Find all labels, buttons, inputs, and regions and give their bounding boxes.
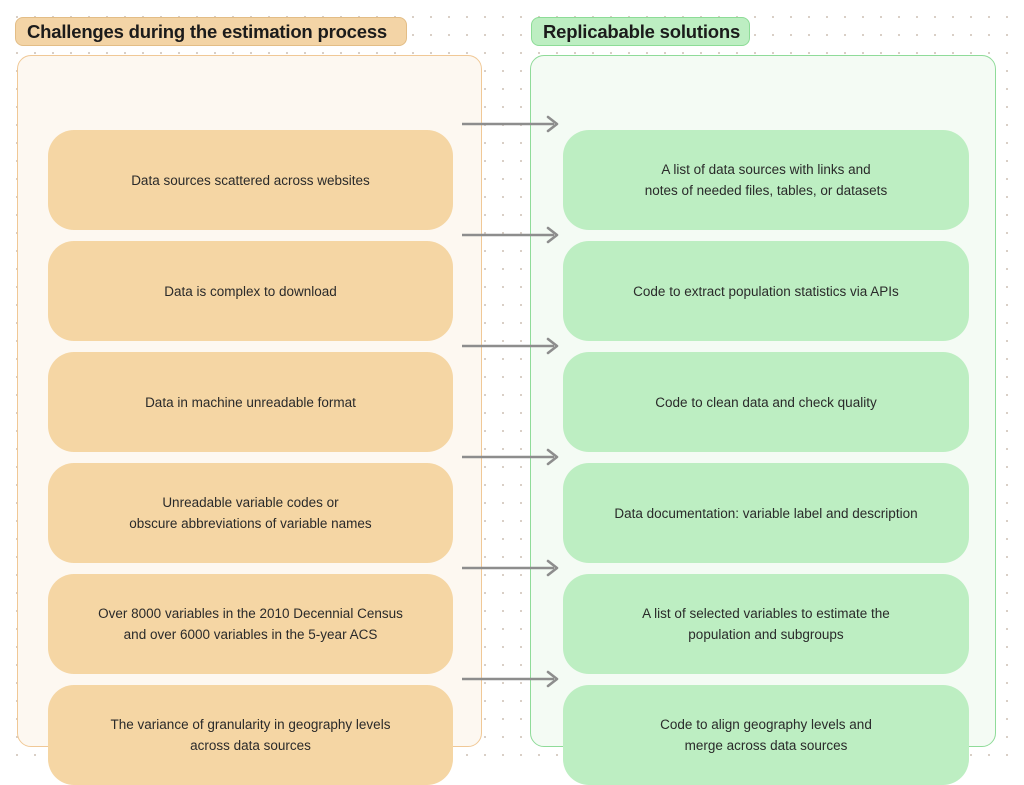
- challenge-card[interactable]: Data in machine unreadable format: [48, 352, 453, 452]
- challenge-card-label: Unreadable variable codes or obscure abb…: [129, 495, 372, 531]
- column-header-solutions-label: Replicabable solutions: [543, 20, 741, 42]
- column-header-solutions: Replicabable solutions: [531, 17, 750, 46]
- challenge-card[interactable]: Data is complex to download: [48, 241, 453, 341]
- challenge-card[interactable]: Unreadable variable codes or obscure abb…: [48, 463, 453, 563]
- challenge-card-label: Data is complex to download: [164, 283, 337, 299]
- solution-card-label: Code to align geography levels and merge…: [660, 717, 872, 753]
- solution-card[interactable]: A list of data sources with links and no…: [563, 130, 969, 230]
- solution-card[interactable]: Code to clean data and check quality: [563, 352, 969, 452]
- challenge-card[interactable]: Over 8000 variables in the 2010 Decennia…: [48, 574, 453, 674]
- solution-card-label: Code to clean data and check quality: [655, 394, 877, 410]
- challenge-card-label: The variance of granularity in geography…: [110, 717, 391, 753]
- solution-card-label: A list of data sources with links and no…: [644, 162, 888, 198]
- solution-card-label: Code to extract population statistics vi…: [633, 283, 899, 299]
- challenge-card-label: Data in machine unreadable format: [145, 394, 356, 410]
- challenge-card[interactable]: The variance of granularity in geography…: [48, 685, 453, 785]
- solution-card[interactable]: A list of selected variables to estimate…: [563, 574, 969, 674]
- challenge-card-label: Over 8000 variables in the 2010 Decennia…: [98, 606, 403, 642]
- solution-card[interactable]: Code to extract population statistics vi…: [563, 241, 969, 341]
- solution-card-label: A list of selected variables to estimate…: [642, 606, 890, 642]
- challenge-card[interactable]: Data sources scattered across websites: [48, 130, 453, 230]
- solution-card[interactable]: Data documentation: variable label and d…: [563, 463, 969, 563]
- solution-card[interactable]: Code to align geography levels and merge…: [563, 685, 969, 785]
- column-header-challenges: Challenges during the estimation process: [15, 17, 407, 46]
- column-header-challenges-label: Challenges during the estimation process: [27, 20, 388, 42]
- challenge-card-label: Data sources scattered across websites: [131, 172, 370, 188]
- solutions-panel: A list of data sources with links and no…: [530, 55, 996, 785]
- solution-card-label: Data documentation: variable label and d…: [614, 505, 918, 521]
